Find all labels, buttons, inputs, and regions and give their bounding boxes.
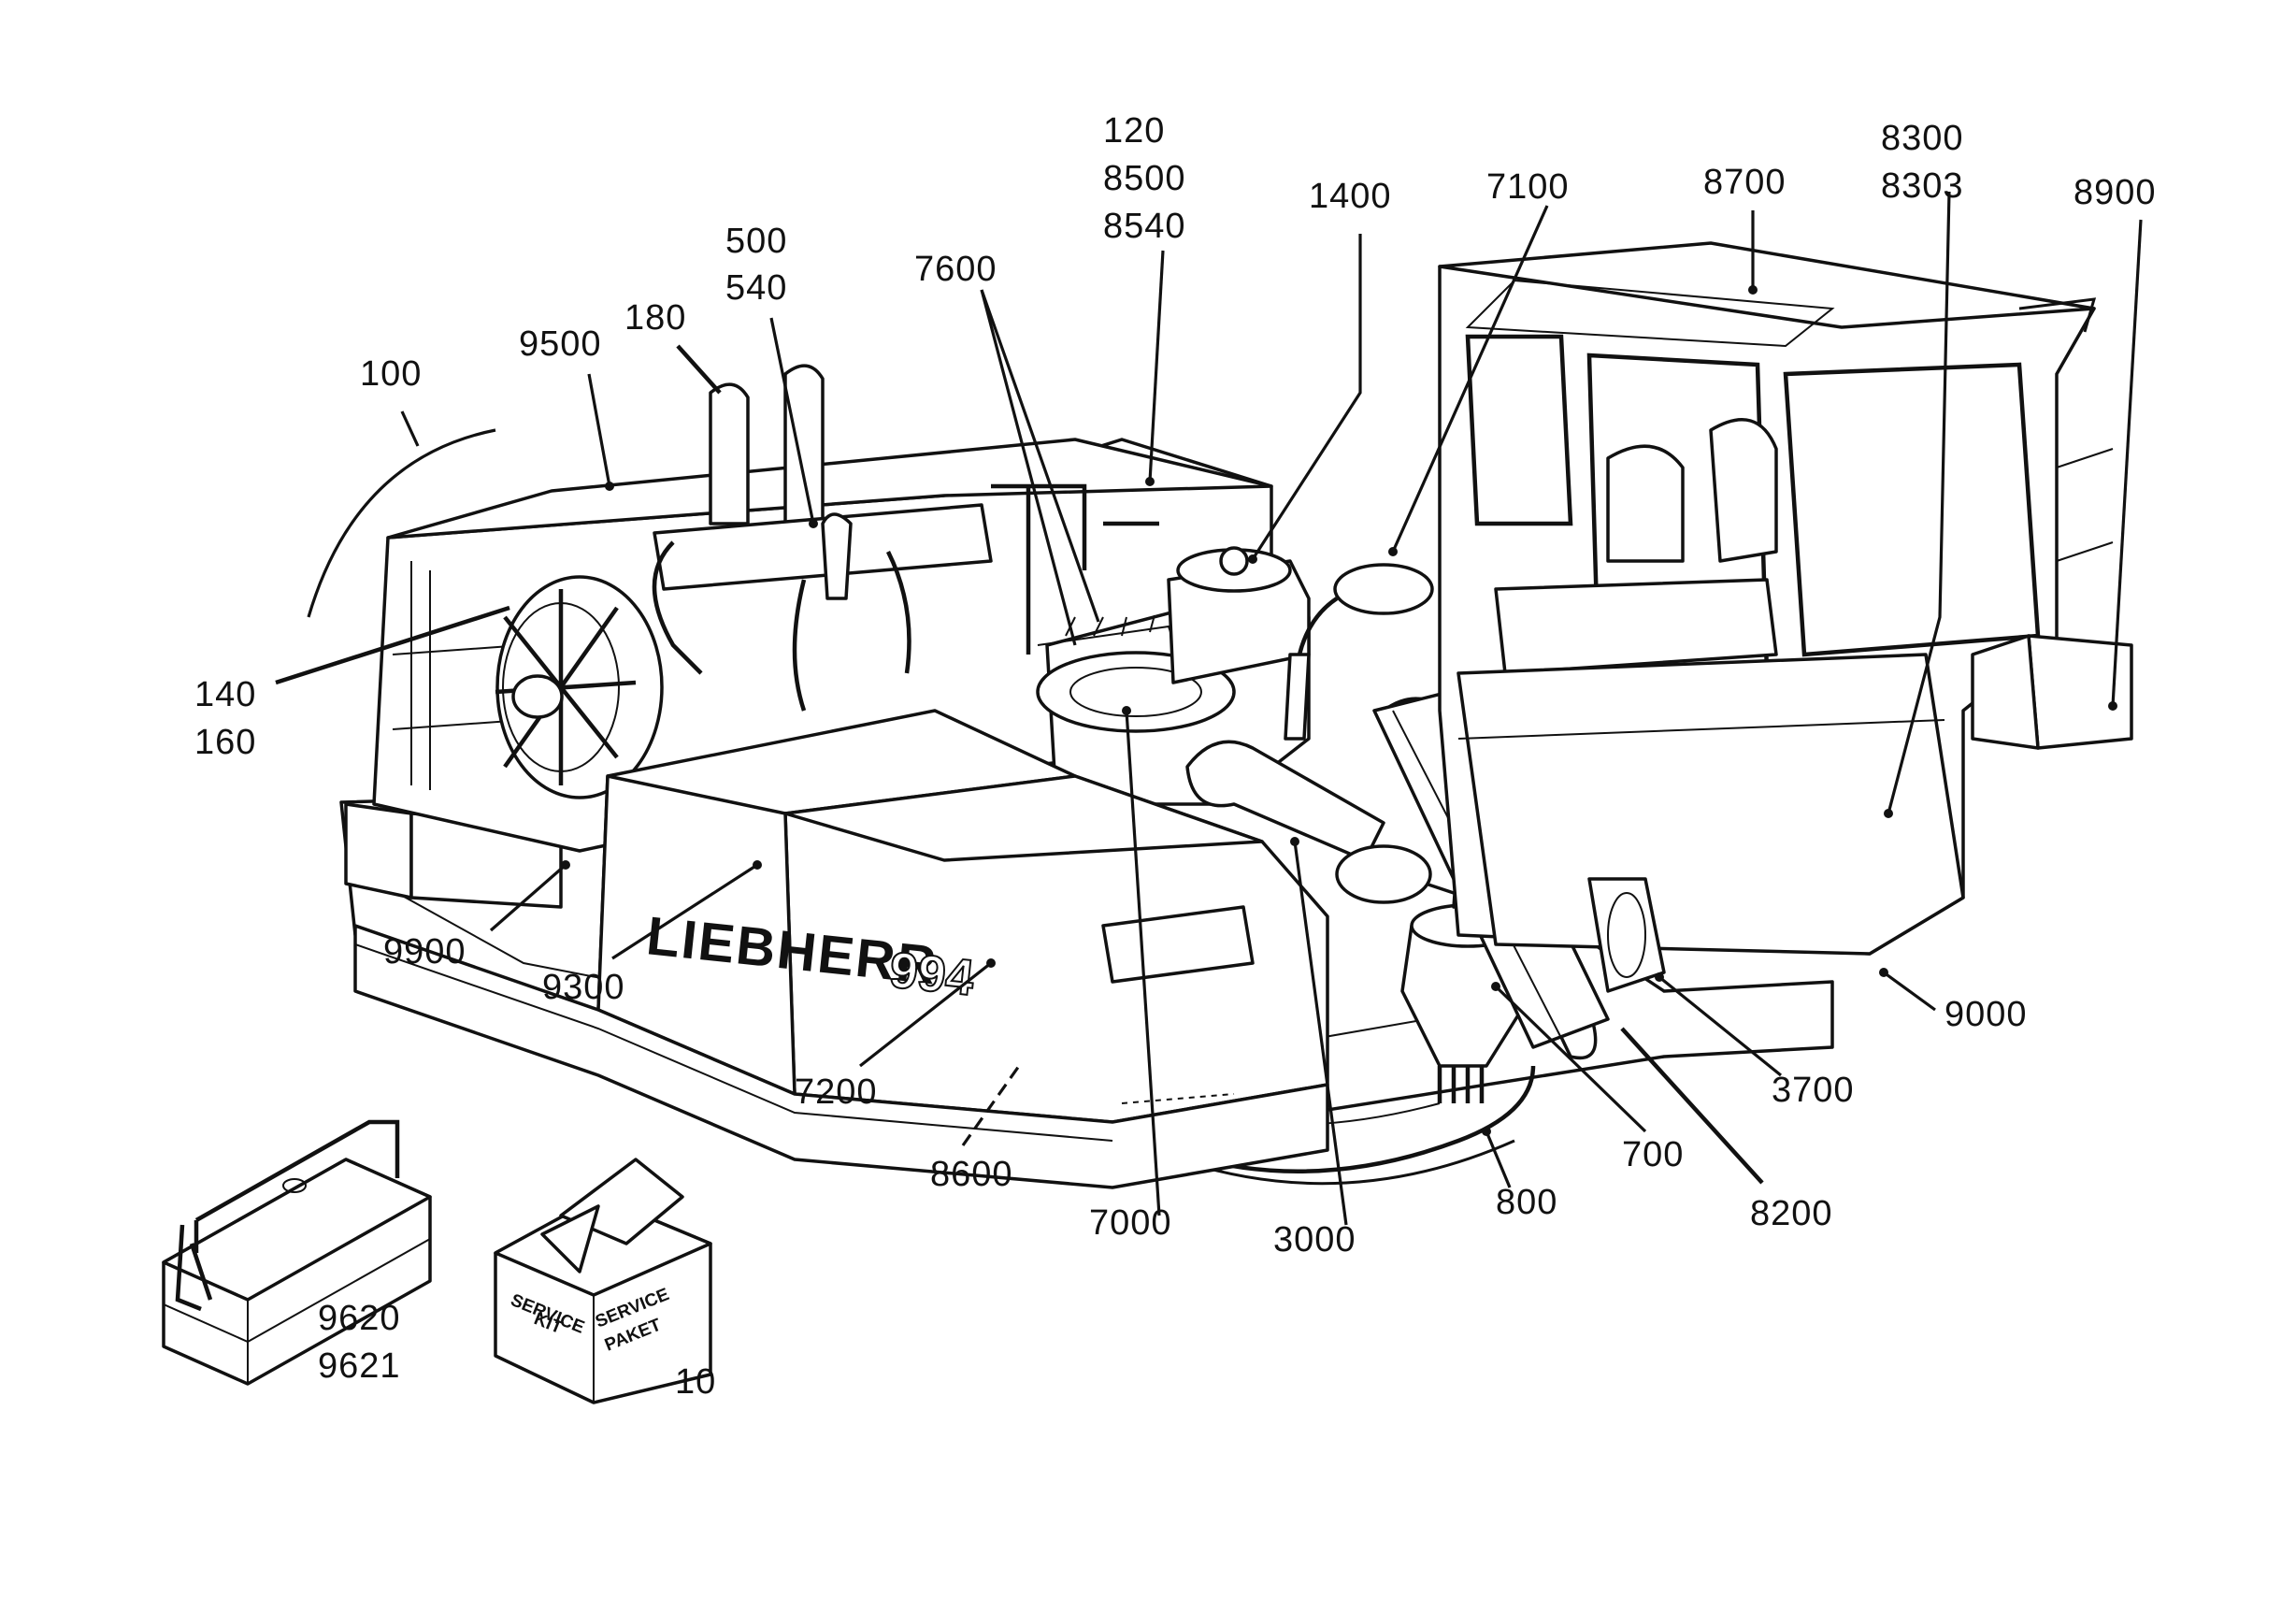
callout-10: 10 — [675, 1362, 716, 1402]
callout-180: 180 — [624, 298, 686, 338]
ring-gear — [1168, 1065, 1536, 1173]
callout-3000: 3000 — [1273, 1220, 1356, 1259]
callout-labels: 100 9500 180 500 540 7600 120 8500 8540 … — [194, 111, 2157, 1402]
counterweight — [344, 802, 413, 900]
callout-700: 700 — [1622, 1135, 1684, 1174]
callout-8700: 8700 — [1703, 163, 1787, 202]
callout-540: 540 — [725, 268, 787, 308]
callout-8900: 8900 — [2074, 173, 2157, 212]
callout-9300: 9300 — [542, 968, 625, 1007]
callout-8540: 8540 — [1103, 207, 1186, 246]
ladder — [1587, 877, 1666, 993]
callout-8300: 8300 — [1881, 119, 1964, 158]
boom-cylinder — [1185, 740, 1385, 862]
callout-9621: 9621 — [318, 1346, 401, 1386]
callout-9500: 9500 — [519, 324, 602, 364]
callout-7200: 7200 — [795, 1072, 878, 1112]
callout-9900: 9900 — [383, 932, 466, 972]
callout-8500: 8500 — [1103, 159, 1186, 198]
callout-500: 500 — [725, 222, 787, 261]
exhaust-stack-1 — [709, 382, 750, 525]
callout-8200: 8200 — [1750, 1194, 1833, 1233]
callout-120: 120 — [1103, 111, 1165, 151]
service-kit-box: SERVICE KIT SERVICE PAKET — [494, 1158, 712, 1404]
leader-lines — [275, 191, 2143, 1226]
intake-filter — [1333, 563, 1434, 615]
callout-7600: 7600 — [914, 250, 997, 289]
callout-9000: 9000 — [1944, 995, 2028, 1034]
callout-800: 800 — [1496, 1183, 1557, 1222]
machine-illustration: LIEBHERR 994 SERVICE KIT SERVICE PAKET — [162, 241, 2133, 1404]
callout-1400: 1400 — [1309, 177, 1392, 216]
exhaust-stack-2 — [783, 364, 825, 525]
callout-8303: 8303 — [1881, 166, 1964, 206]
callout-7000: 7000 — [1089, 1203, 1172, 1243]
callout-100: 100 — [360, 354, 422, 394]
callout-160: 160 — [194, 723, 256, 762]
callout-8600: 8600 — [930, 1155, 1013, 1194]
cooler-screen — [1335, 844, 1432, 904]
toolbox — [162, 1119, 432, 1386]
callout-9620: 9620 — [318, 1299, 401, 1338]
callout-7100: 7100 — [1486, 167, 1570, 207]
model-lettering: 994 — [887, 942, 977, 1006]
callout-140: 140 — [194, 675, 256, 714]
callout-3700: 3700 — [1772, 1071, 1855, 1110]
